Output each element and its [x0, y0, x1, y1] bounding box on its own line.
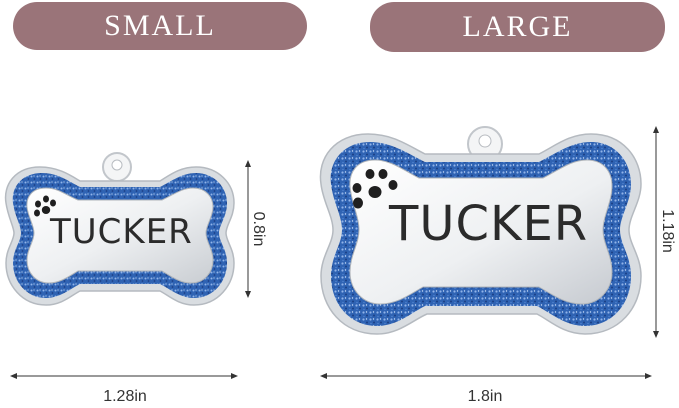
- paw-print-icon: [352, 169, 398, 209]
- large-height-dimension-line: [653, 126, 659, 338]
- large-size-label: LARGE: [370, 2, 665, 52]
- small-tag-engraving: TUCKER: [50, 212, 193, 252]
- large-width-label: 1.8in: [467, 388, 503, 405]
- large-tag-plate: [349, 159, 613, 305]
- small-tag-plate: [26, 187, 214, 284]
- small-bone-tag: [4, 152, 235, 306]
- small-width-dimension-line: [10, 373, 238, 379]
- paw-print-icon: [34, 195, 56, 217]
- small-height-label: 0.8in: [250, 211, 267, 247]
- large-height-label: 1.18in: [659, 209, 676, 253]
- large-bone-tag: [319, 126, 642, 335]
- large-width-dimension-line: [320, 373, 652, 379]
- large-tag-engraving: TUCKER: [389, 196, 589, 252]
- small-height-dimension-line: [245, 160, 251, 298]
- small-size-label-text: SMALL: [104, 9, 216, 42]
- large-size-label-text: LARGE: [462, 10, 573, 43]
- small-size-label: SMALL: [13, 2, 307, 50]
- small-width-label: 1.28in: [103, 388, 147, 405]
